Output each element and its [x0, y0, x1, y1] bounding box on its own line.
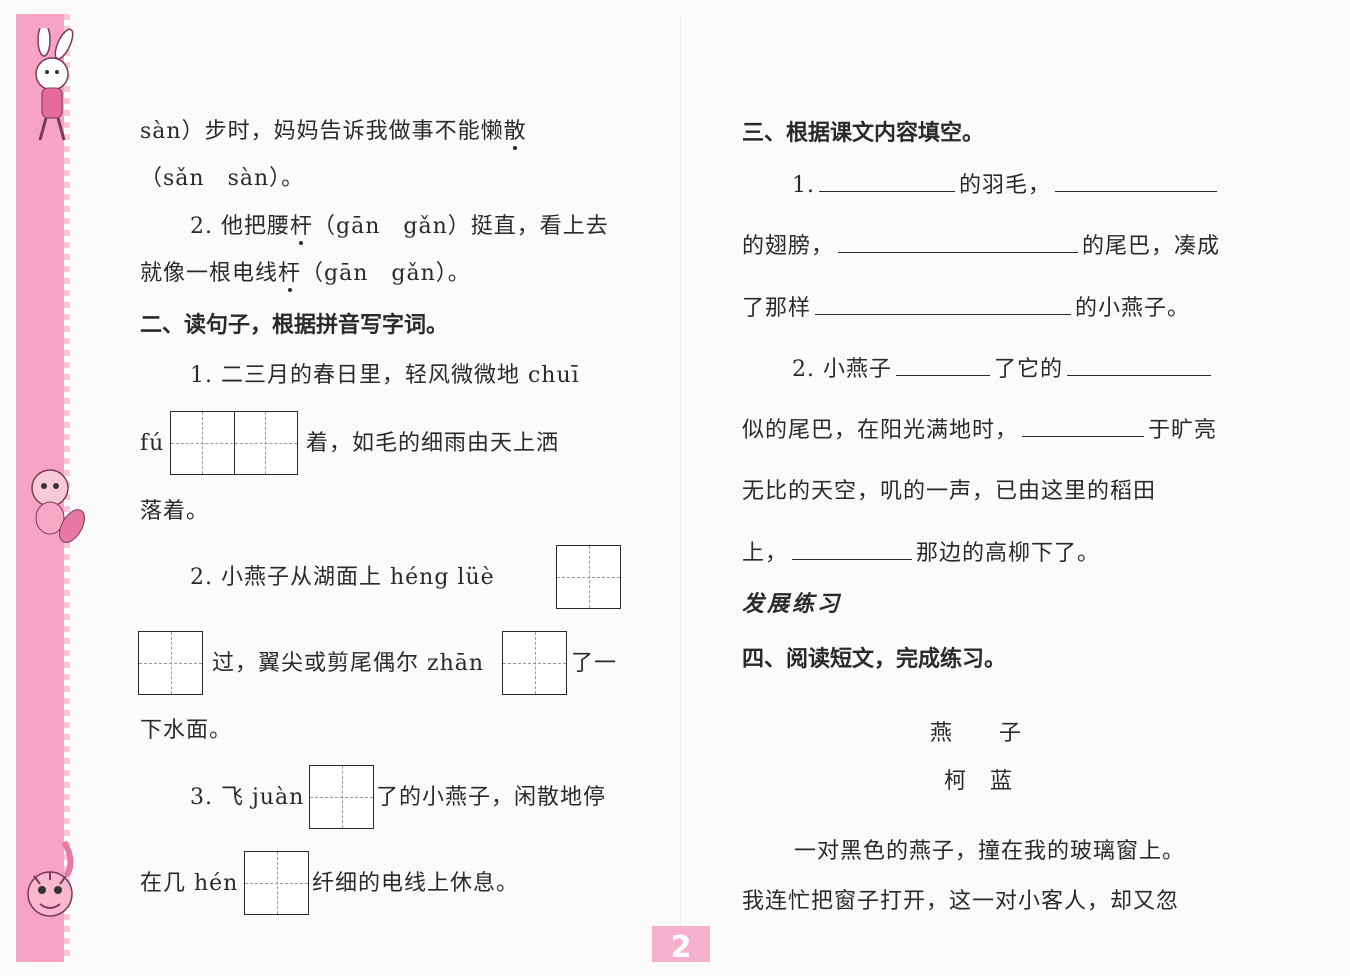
page-number: 2: [652, 926, 710, 962]
text-line: （sǎn sàn）。: [140, 166, 305, 191]
section-4-heading: 四、阅读短文，完成练习。: [742, 647, 1007, 672]
emphasis-char: 散: [503, 119, 527, 144]
fill-blank-line: 了那样的小燕子。: [742, 294, 1191, 321]
fill-blank-line: 1.的羽毛，: [792, 170, 1218, 202]
text-line: 在几 hén: [140, 871, 239, 896]
fill-blank-line: 2. 小燕子了它的: [792, 354, 1211, 386]
answer-box[interactable]: [170, 411, 298, 475]
fill-blank[interactable]: [1067, 355, 1211, 376]
raccoon-mascot-icon: [31, 469, 85, 543]
fill-blank-line: 似的尾巴，在阳光满地时，于旷亮: [742, 416, 1218, 443]
text-line: fú: [140, 431, 165, 456]
text-line: 了一: [571, 651, 618, 676]
story-author: 柯 蓝: [944, 769, 1014, 794]
text-line: 过，翼尖或剪尾偶尔 zhān: [212, 651, 485, 676]
question-item: 3. 飞 juàn: [190, 785, 305, 810]
fill-blank-line: 上，那边的高柳下了。: [742, 539, 1101, 566]
fill-blank[interactable]: [815, 294, 1072, 315]
text-line: 无比的天空，叽的一声，已由这里的稻田: [742, 479, 1157, 504]
rabbit-mascot-icon: [35, 28, 74, 141]
fill-blank-line: 的翅膀，的尾巴，凑成: [742, 232, 1221, 259]
story-paragraph: 一对黑色的燕子，撞在我的玻璃窗上。: [794, 839, 1186, 864]
text-line: 了的小燕子，闲散地停: [376, 785, 607, 810]
answer-box[interactable]: [556, 545, 621, 609]
emphasis-char: 杆: [289, 214, 313, 239]
text-line: 下水面。: [140, 718, 233, 743]
answer-box[interactable]: [309, 765, 374, 829]
question-item: 2. 他把腰杆（gān gǎn）挺直，看上去: [190, 214, 609, 239]
section-3-heading: 三、根据课文内容填空。: [742, 121, 985, 146]
answer-box[interactable]: [502, 631, 567, 695]
text-line: 落着。: [140, 499, 210, 524]
fill-blank[interactable]: [895, 355, 990, 376]
text-line: 着，如毛的细雨由天上洒: [306, 431, 560, 456]
fill-blank[interactable]: [838, 232, 1079, 253]
fill-blank[interactable]: [1022, 416, 1145, 437]
story-paragraph: 我连忙把窗子打开，这一对小客人，却又忽: [742, 889, 1180, 914]
tiger-mascot-icon: [27, 840, 74, 917]
text-line: sàn）步时，妈妈告诉我做事不能懒散: [140, 119, 527, 144]
question-item: 1. 二三月的春日里，轻风微微地 chuī: [190, 363, 580, 388]
text-line: 纤细的电线上休息。: [312, 871, 520, 896]
emphasis-char: 杆: [278, 261, 302, 286]
fill-blank[interactable]: [1055, 171, 1218, 192]
section-2-heading: 二、读句子，根据拼音写字词。: [140, 313, 449, 338]
fill-blank[interactable]: [792, 539, 913, 560]
fill-blank[interactable]: [819, 171, 955, 192]
story-title: 燕 子: [930, 721, 1023, 746]
development-practice-heading: 发展练习: [742, 592, 843, 617]
text-line: 就像一根电线杆（gān gǎn）。: [140, 261, 471, 286]
page-gutter: [680, 14, 681, 962]
question-item: 2. 小燕子从湖面上 héng lüè: [190, 565, 495, 590]
answer-box[interactable]: [138, 631, 203, 695]
answer-box[interactable]: [244, 851, 309, 915]
